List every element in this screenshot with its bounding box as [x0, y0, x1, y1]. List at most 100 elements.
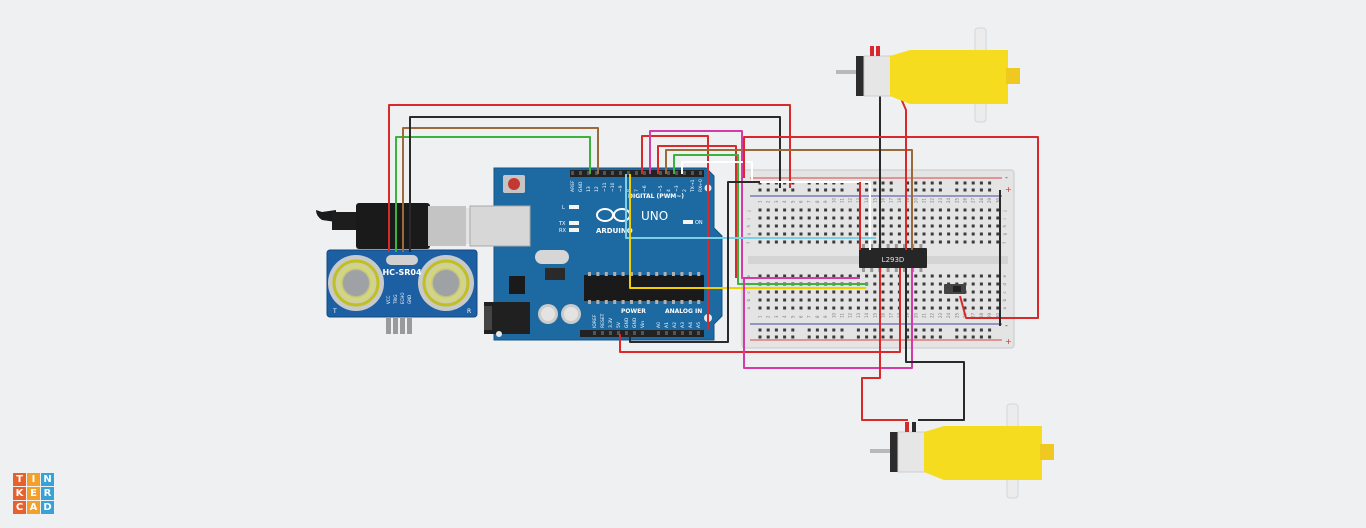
breadboard-hole[interactable] — [955, 274, 959, 278]
breadboard-rail-hole[interactable] — [906, 188, 910, 192]
breadboard-hole[interactable] — [979, 274, 983, 278]
breadboard-rail-hole[interactable] — [832, 188, 836, 192]
breadboard-hole[interactable] — [996, 208, 1000, 212]
breadboard-hole[interactable] — [774, 224, 778, 228]
breadboard-hole[interactable] — [758, 274, 762, 278]
sensor-header-pins[interactable] — [386, 317, 412, 334]
chip-body[interactable] — [859, 248, 927, 268]
breadboard-hole[interactable] — [766, 224, 770, 228]
breadboard-hole[interactable] — [856, 240, 860, 244]
breadboard-hole[interactable] — [938, 232, 942, 236]
breadboard-rail-hole[interactable] — [922, 335, 926, 339]
breadboard-hole[interactable] — [873, 282, 877, 286]
breadboard-hole[interactable] — [865, 224, 869, 228]
breadboard-hole[interactable] — [766, 298, 770, 302]
breadboard-hole[interactable] — [815, 208, 819, 212]
breadboard-rail-hole[interactable] — [963, 181, 967, 185]
breadboard-hole[interactable] — [783, 306, 787, 310]
breadboard-hole[interactable] — [832, 216, 836, 220]
breadboard-hole[interactable] — [947, 298, 951, 302]
breadboard-hole[interactable] — [914, 240, 918, 244]
breadboard-hole[interactable] — [799, 224, 803, 228]
breadboard-rail-hole[interactable] — [955, 328, 959, 332]
breadboard-hole[interactable] — [971, 224, 975, 228]
breadboard-hole[interactable] — [840, 232, 844, 236]
breadboard-rail-hole[interactable] — [971, 188, 975, 192]
breadboard-hole[interactable] — [963, 232, 967, 236]
breadboard-hole[interactable] — [799, 208, 803, 212]
breadboard-hole[interactable] — [889, 298, 893, 302]
breadboard-rail-hole[interactable] — [922, 188, 926, 192]
breadboard-hole[interactable] — [807, 290, 811, 294]
breadboard-rail-hole[interactable] — [930, 335, 934, 339]
breadboard-hole[interactable] — [996, 298, 1000, 302]
breadboard-hole[interactable] — [815, 232, 819, 236]
breadboard-hole[interactable] — [766, 290, 770, 294]
breadboard-hole[interactable] — [963, 208, 967, 212]
breadboard-hole[interactable] — [906, 208, 910, 212]
breadboard-hole[interactable] — [881, 224, 885, 228]
breadboard-rail-hole[interactable] — [963, 188, 967, 192]
breadboard-hole[interactable] — [881, 298, 885, 302]
breadboard-rail-hole[interactable] — [914, 188, 918, 192]
breadboard-hole[interactable] — [947, 306, 951, 310]
breadboard-hole[interactable] — [922, 208, 926, 212]
breadboard-hole[interactable] — [758, 298, 762, 302]
breadboard-hole[interactable] — [774, 306, 778, 310]
breadboard-hole[interactable] — [930, 274, 934, 278]
breadboard-hole[interactable] — [897, 240, 901, 244]
breadboard-hole[interactable] — [783, 232, 787, 236]
dc-motor-top[interactable] — [836, 27, 1020, 123]
breadboard-hole[interactable] — [922, 274, 926, 278]
breadboard-rail-hole[interactable] — [873, 188, 877, 192]
breadboard-hole[interactable] — [856, 290, 860, 294]
breadboard-hole[interactable] — [865, 290, 869, 294]
breadboard-hole[interactable] — [963, 274, 967, 278]
breadboard-hole[interactable] — [807, 274, 811, 278]
breadboard-hole[interactable] — [791, 216, 795, 220]
breadboard-hole[interactable] — [873, 306, 877, 310]
breadboard-hole[interactable] — [979, 298, 983, 302]
breadboard-hole[interactable] — [840, 208, 844, 212]
breadboard-hole[interactable] — [906, 274, 910, 278]
breadboard-rail-hole[interactable] — [963, 335, 967, 339]
usb-plug-body[interactable] — [356, 203, 430, 249]
breadboard-rail-hole[interactable] — [766, 335, 770, 339]
breadboard-hole[interactable] — [988, 216, 992, 220]
breadboard-hole[interactable] — [996, 216, 1000, 220]
breadboard-hole[interactable] — [824, 298, 828, 302]
breadboard-hole[interactable] — [897, 208, 901, 212]
breadboard-rail-hole[interactable] — [979, 188, 983, 192]
wire-switch-power[interactable] — [743, 136, 1039, 319]
breadboard-hole[interactable] — [979, 216, 983, 220]
breadboard-rail-hole[interactable] — [881, 335, 885, 339]
breadboard-hole[interactable] — [807, 240, 811, 244]
breadboard-rail-hole[interactable] — [955, 181, 959, 185]
breadboard-hole[interactable] — [938, 306, 942, 310]
breadboard-hole[interactable] — [774, 290, 778, 294]
breadboard-hole[interactable] — [930, 208, 934, 212]
breadboard-hole[interactable] — [873, 224, 877, 228]
breadboard-rail-hole[interactable] — [971, 328, 975, 332]
breadboard-hole[interactable] — [758, 232, 762, 236]
breadboard-hole[interactable] — [774, 208, 778, 212]
breadboard-hole[interactable] — [906, 298, 910, 302]
breadboard-hole[interactable] — [815, 224, 819, 228]
breadboard-hole[interactable] — [799, 298, 803, 302]
breadboard-hole[interactable] — [840, 216, 844, 220]
breadboard-rail-hole[interactable] — [971, 335, 975, 339]
breadboard-holes[interactable] — [758, 181, 1000, 339]
breadboard-hole[interactable] — [914, 306, 918, 310]
breadboard-hole[interactable] — [955, 232, 959, 236]
wire-pin3[interactable] — [673, 154, 868, 285]
breadboard-rail-hole[interactable] — [922, 328, 926, 332]
breadboard-hole[interactable] — [889, 216, 893, 220]
breadboard-hole[interactable] — [947, 208, 951, 212]
breadboard-hole[interactable] — [938, 240, 942, 244]
breadboard-hole[interactable] — [766, 240, 770, 244]
breadboard-hole[interactable] — [766, 208, 770, 212]
breadboard-hole[interactable] — [807, 298, 811, 302]
breadboard-hole[interactable] — [947, 274, 951, 278]
breadboard-hole[interactable] — [971, 274, 975, 278]
breadboard-rail-hole[interactable] — [922, 181, 926, 185]
